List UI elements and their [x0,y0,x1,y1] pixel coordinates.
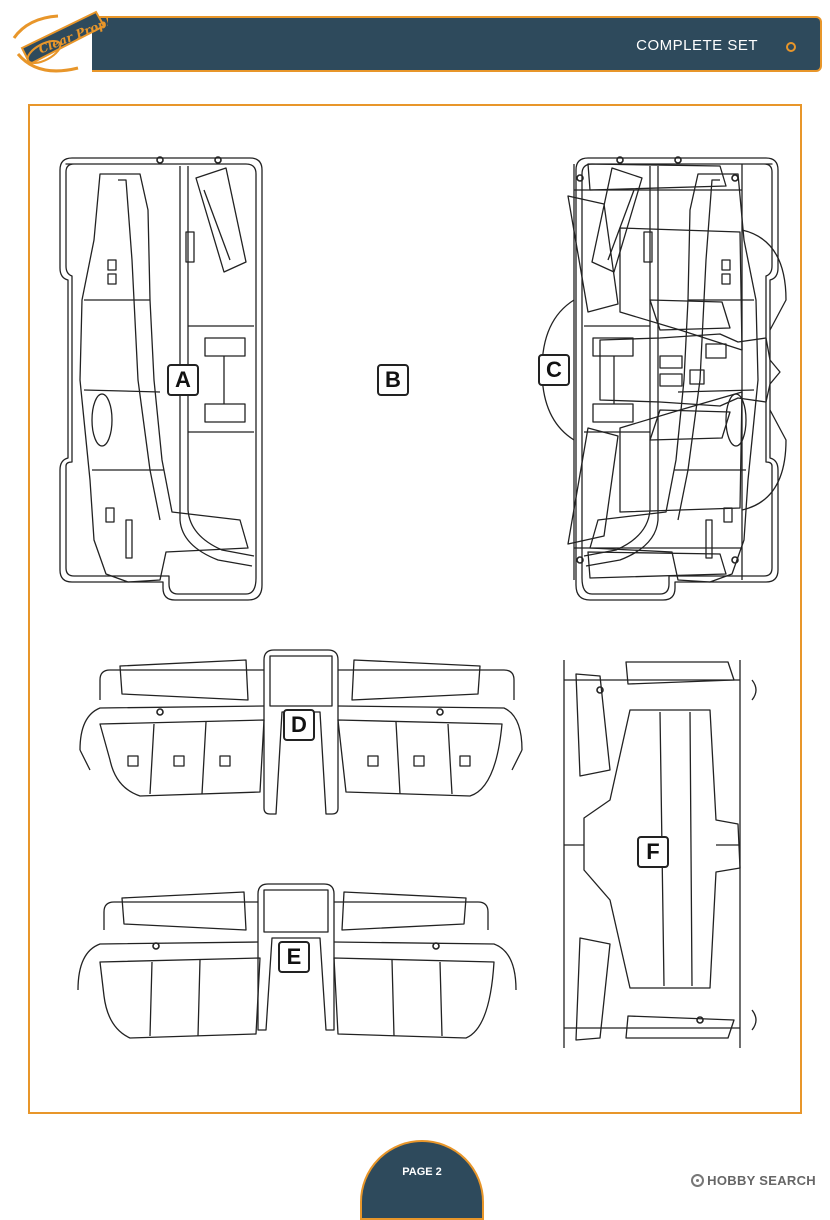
sprue-label-a: A [167,364,199,396]
watermark-logo-icon [691,1174,705,1187]
watermark: HOBBY SEARCH [691,1173,816,1188]
sprue-label-c: C [538,354,570,386]
sprue-label-f: F [637,836,669,868]
page-number: PAGE 2 [402,1166,442,1178]
watermark-text: HOBBY SEARCH [707,1173,816,1188]
header-dot-icon [786,42,796,52]
header-bar: COMPLETE SET [92,16,822,72]
sprue-f-drawing [563,660,757,1048]
content-frame [28,104,802,1114]
sprue-a-drawing [59,157,263,601]
sprue-c-drawing [541,163,787,580]
sprue-label-d: D [283,709,315,741]
sprue-b-drawing [575,157,779,601]
page-header: COMPLETE SET Clear Prop! [0,0,830,90]
clear-prop-logo: Clear Prop! [12,10,108,73]
header-title: COMPLETE SET [636,37,758,54]
sprue-e-drawing [77,883,517,1039]
sprue-d-drawing [79,649,523,815]
sprue-label-e: E [278,941,310,973]
sprue-label-b: B [377,364,409,396]
